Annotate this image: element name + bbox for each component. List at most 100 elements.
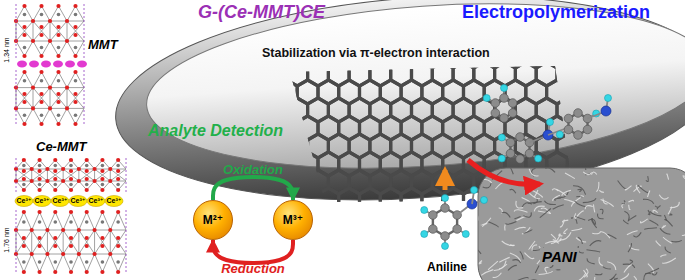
polymer-fiber — [574, 213, 576, 218]
oxygen-atom — [45, 228, 49, 232]
oxygen-atom — [39, 25, 43, 29]
silicon-atom — [74, 113, 78, 117]
crystal-bond — [110, 230, 111, 254]
polymer-fiber — [597, 214, 603, 219]
hydrogen-atom — [442, 243, 449, 250]
silicon-atom — [74, 46, 78, 50]
crystal-bond — [110, 254, 126, 272]
polymer-fiber — [656, 241, 661, 246]
crystal-bond — [79, 169, 95, 181]
crystal-bond — [50, 72, 67, 88]
unit-cell-edge — [16, 4, 17, 58]
silicon-atom — [116, 164, 120, 168]
oxygen-atom — [69, 158, 73, 162]
oxygen-atom — [92, 252, 96, 256]
crystal-bond — [33, 88, 50, 109]
polymer-fiber — [583, 172, 592, 175]
ion-label: Ce³⁺ — [107, 197, 122, 205]
oxygen-atom — [108, 167, 112, 171]
polymer-fiber — [659, 195, 668, 199]
polymer-fiber — [510, 253, 521, 262]
silicon-atom — [23, 79, 27, 83]
polymer-fiber — [667, 174, 669, 180]
oxygen-atom — [85, 188, 89, 192]
silicon-atom — [53, 164, 57, 168]
silicon-atom — [22, 183, 26, 187]
oxygen-atom — [56, 70, 60, 74]
oxygen-atom — [61, 228, 65, 232]
oxygen-atom — [31, 106, 35, 110]
silicon-atom — [23, 13, 27, 17]
carbon-atom — [574, 109, 583, 118]
pani-chain — [483, 85, 611, 164]
crystal-bond — [33, 21, 50, 41]
oxygen-atom — [116, 244, 120, 248]
carbon-ring — [339, 188, 360, 212]
polymer-fiber — [502, 212, 511, 217]
oxygen-atom — [116, 236, 120, 240]
polymer-fiber — [587, 258, 595, 264]
crystal-bond — [63, 169, 79, 181]
cerium-ion — [87, 196, 105, 207]
oxygen-atom — [53, 177, 57, 181]
polymer-fiber — [576, 196, 583, 197]
oxygen-atom — [65, 86, 69, 90]
polymer-fiber — [605, 274, 616, 280]
polymer-fiber — [575, 201, 587, 207]
polymer-fiber — [578, 237, 582, 244]
oxygen-atom — [37, 158, 41, 162]
crystal-bond — [47, 230, 48, 254]
polymer-fiber — [540, 209, 551, 218]
oxygen-atom — [73, 54, 77, 58]
oxygen-atom — [69, 270, 73, 274]
oxygen-atom — [73, 70, 77, 74]
hydrogen-atom — [421, 207, 428, 214]
oxygen-atom — [100, 169, 104, 173]
silicon-atom — [69, 220, 73, 224]
polymer-fiber — [544, 201, 555, 205]
crystal-bond — [47, 212, 63, 230]
interlayer-cation — [29, 61, 39, 68]
crystal-bond — [16, 169, 32, 181]
carbon-ring — [599, 134, 620, 158]
crystal-bond — [47, 230, 63, 254]
oxygen-atom — [45, 179, 49, 183]
polymer-fiber — [650, 211, 662, 216]
reaction-arrow — [443, 170, 448, 190]
carbon-ring — [588, 44, 609, 68]
hydrogen-atom — [535, 155, 542, 162]
polymer-fiber — [578, 189, 582, 191]
oxygen-atom — [48, 86, 52, 90]
oxygen-atom — [39, 100, 43, 104]
oxygen-atom — [56, 122, 60, 126]
crystal-bond — [95, 169, 111, 181]
oxygen-atom — [85, 244, 89, 248]
carbon-ring — [599, 62, 620, 86]
polymer-fiber — [571, 228, 582, 231]
polymer-fiber — [644, 228, 657, 230]
oxygen-atom — [56, 33, 60, 37]
crystal-bond — [67, 88, 68, 109]
crystal-bond — [50, 88, 67, 109]
crystal-bond — [33, 21, 34, 41]
polymer-fiber — [668, 207, 671, 214]
polymer-fiber — [523, 212, 531, 217]
mmt-structure — [14, 4, 87, 126]
polymer-fiber — [594, 205, 595, 213]
silicon-atom — [57, 113, 61, 117]
carbon-atom — [500, 94, 509, 103]
polymer-fiber — [525, 253, 535, 259]
carbon-atom — [441, 204, 450, 213]
carbon-ring — [526, 44, 547, 68]
nitrogen-atom — [601, 106, 611, 116]
carbon-ring — [370, 206, 391, 230]
crystal-bond — [50, 21, 67, 41]
oxygen-atom — [85, 270, 89, 274]
oxygen-atom — [92, 167, 96, 171]
hydrogen-atom — [471, 187, 478, 194]
oxygen-atom — [100, 177, 104, 181]
oxygen-atom — [39, 122, 43, 126]
carbon-atom — [506, 149, 515, 158]
oxygen-atom — [45, 252, 49, 256]
oxygen-atom — [73, 25, 77, 29]
